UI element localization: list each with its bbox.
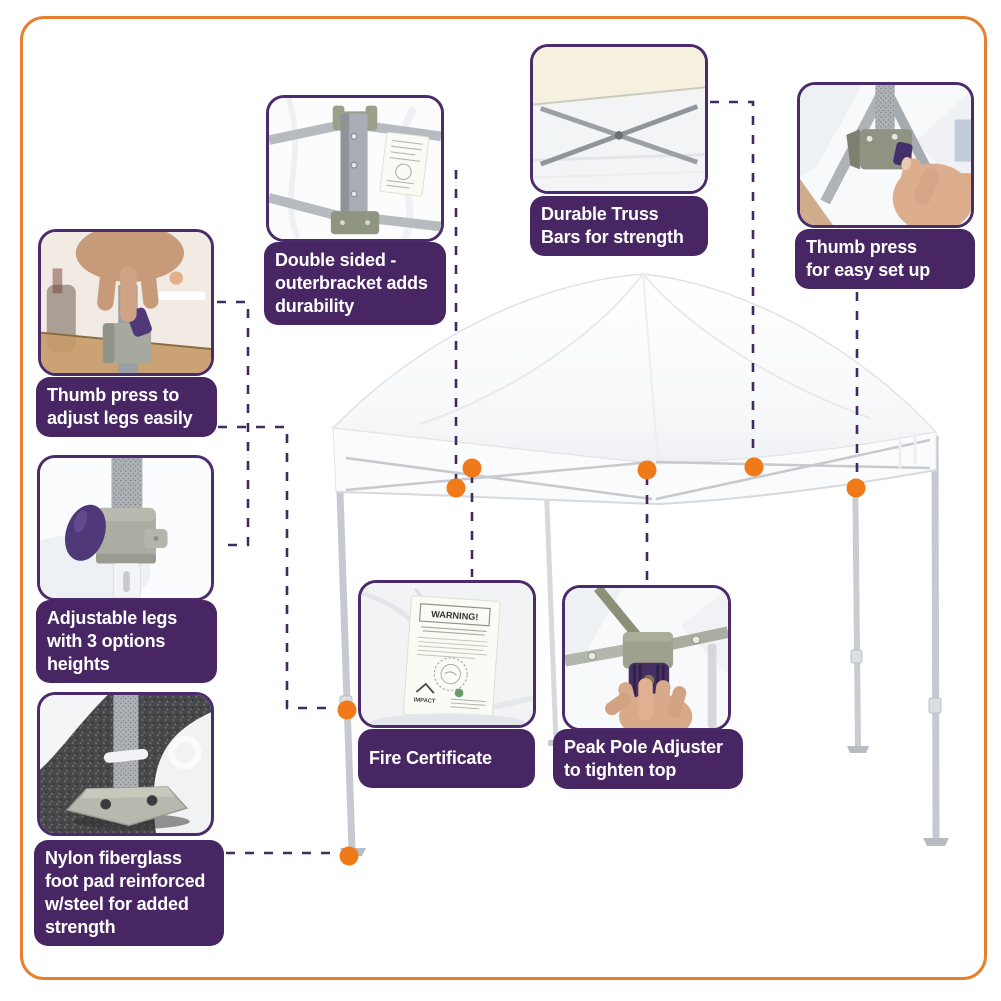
label-line: w/steel for added — [45, 894, 189, 914]
foot-pad-on-asphalt-photo — [37, 692, 214, 836]
truss-bar-left — [565, 643, 630, 667]
label-line: foot pad reinforced — [45, 871, 206, 891]
leg-clamp-lever-art — [40, 458, 211, 598]
hand — [892, 157, 971, 225]
speckled-pole — [111, 458, 143, 518]
purple-lever — [64, 504, 106, 561]
label-line: Fire Certificate — [369, 748, 492, 768]
label-fire-certificate: Fire Certificate — [358, 729, 535, 788]
label-line: Thumb press to — [47, 385, 180, 405]
label-line: Peak Pole Adjuster — [564, 737, 723, 757]
label-durable-truss: Durable Truss Bars for strength — [530, 196, 708, 256]
foot-pad-art — [40, 695, 211, 833]
impact-logo-text: IMPACT — [414, 697, 437, 705]
peak-pole-knob-hand-photo — [562, 585, 731, 731]
truss-bars — [345, 438, 931, 501]
outer-bracket-art — [269, 98, 441, 239]
hand — [75, 232, 184, 323]
label-thumb-press-setup: Thumb press for easy set up — [795, 229, 975, 289]
label-line: durability — [275, 296, 355, 316]
thumb-press-corner-bracket-photo — [797, 82, 974, 228]
warning-title-text: WARNING! — [431, 609, 479, 622]
peak-pole-art — [565, 588, 728, 728]
label-line: adjust legs easily — [47, 408, 193, 428]
label-double-sided-bracket: Double sided - outerbracket adds durabil… — [264, 242, 446, 325]
truss-bars-x-photo — [530, 44, 708, 194]
peak-strut — [594, 588, 644, 643]
truss-x-bars — [539, 104, 699, 167]
outer-bracket-truss-photo — [266, 95, 444, 242]
outer-rounded-border — [20, 16, 987, 980]
warning-label-art: WARNING! IMPACT — [361, 583, 533, 725]
impact-roof-logo — [415, 682, 435, 694]
label-line: Nylon fiberglass — [45, 848, 182, 868]
hand-pressing-leg-clamp-photo — [38, 229, 214, 376]
label-line: heights — [47, 654, 110, 674]
label-line: Durable Truss — [541, 204, 659, 224]
label-line: to tighten top — [564, 760, 677, 780]
truss-x-art — [533, 47, 705, 191]
height-clamp — [96, 507, 156, 564]
label-nylon-foot-pad: Nylon fiberglass foot pad reinforced w/s… — [34, 840, 224, 946]
tent-leg-rear-right — [847, 454, 869, 753]
warning-label-photo: WARNING! IMPACT — [358, 580, 536, 728]
label-thumb-press-adjust-legs: Thumb press to adjust legs easily — [36, 377, 217, 437]
fabric-loop — [168, 735, 202, 770]
strap — [103, 748, 149, 763]
label-line: Adjustable legs — [47, 608, 178, 628]
thumb-press-corner-art — [800, 85, 971, 225]
tent-leg-front-right — [923, 435, 949, 846]
hand — [605, 678, 693, 728]
label-line: strength — [45, 917, 116, 937]
warning-certificate-label: WARNING! IMPACT — [403, 595, 501, 721]
label-line: Double sided - — [275, 250, 397, 270]
label-adjustable-legs: Adjustable legs with 3 options heights — [36, 600, 217, 683]
label-line: outerbracket adds — [275, 273, 428, 293]
label-line: Thumb press — [806, 237, 917, 257]
label-line: Bars for strength — [541, 227, 684, 247]
speckled-pole — [113, 695, 139, 799]
label-line: with 3 options — [47, 631, 166, 651]
leg-clamp-lever-photo — [37, 455, 214, 601]
label-peak-pole-adjuster: Peak Pole Adjuster to tighten top — [553, 729, 743, 789]
hand-pressing-leg-clamp-art — [41, 232, 211, 373]
bottom-bracket — [330, 211, 380, 235]
label-line: for easy set up — [806, 260, 931, 280]
product-label-patch — [379, 131, 430, 197]
registered-stamp — [433, 657, 468, 691]
tent-valance — [332, 427, 937, 506]
